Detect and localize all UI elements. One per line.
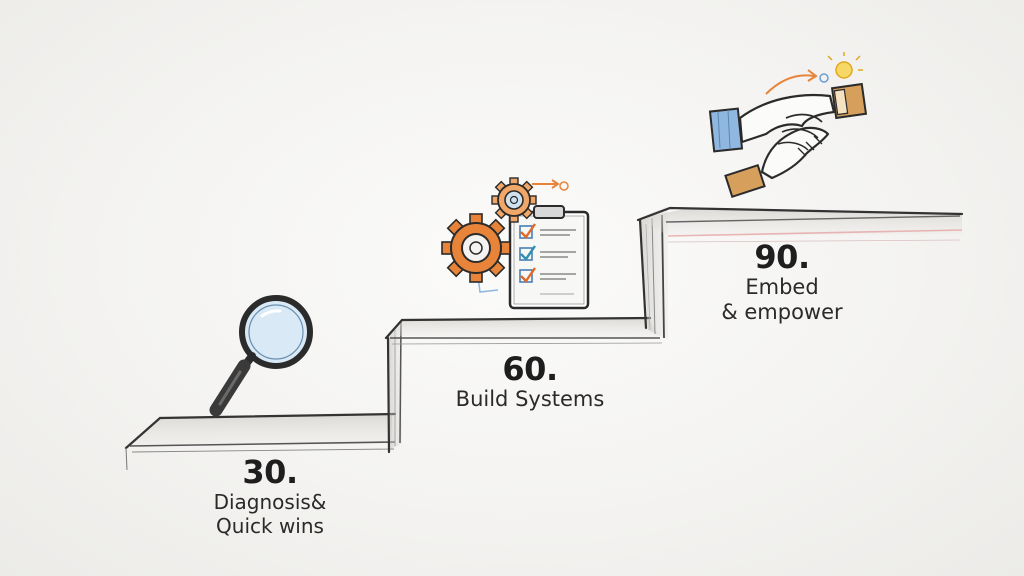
step-90-caption-line1: Embed [745, 275, 819, 300]
step-60-number: 60. [502, 350, 558, 388]
step-30-tread [124, 412, 397, 471]
step-30-caption-line2: Quick wins [216, 514, 324, 539]
gears-checklist-icon [441, 177, 590, 310]
step-60-riser [386, 320, 402, 454]
step-60-label: 60. Build Systems [440, 350, 620, 412]
checklist-clipboard [508, 205, 590, 310]
step-60-tread [384, 316, 663, 345]
handshake-icon [708, 52, 868, 198]
large-gear-icon [441, 213, 511, 283]
step-90-number: 90. [754, 238, 810, 276]
step-90-caption-line2: & empower [721, 300, 843, 325]
magnifying-glass-icon [209, 295, 313, 417]
small-gear-icon [491, 177, 537, 223]
step-30-number: 30. [242, 453, 298, 491]
step-30-caption-line1: Diagnosis& [213, 490, 327, 515]
sun-icon [827, 52, 863, 79]
step-90-tread [636, 206, 964, 243]
step-90-label: 90. Embed & empower [712, 238, 852, 326]
step-90-riser [638, 206, 668, 340]
step-30-label: 30. Diagnosis& Quick wins [200, 453, 340, 539]
step-60-caption: Build Systems [455, 387, 605, 412]
